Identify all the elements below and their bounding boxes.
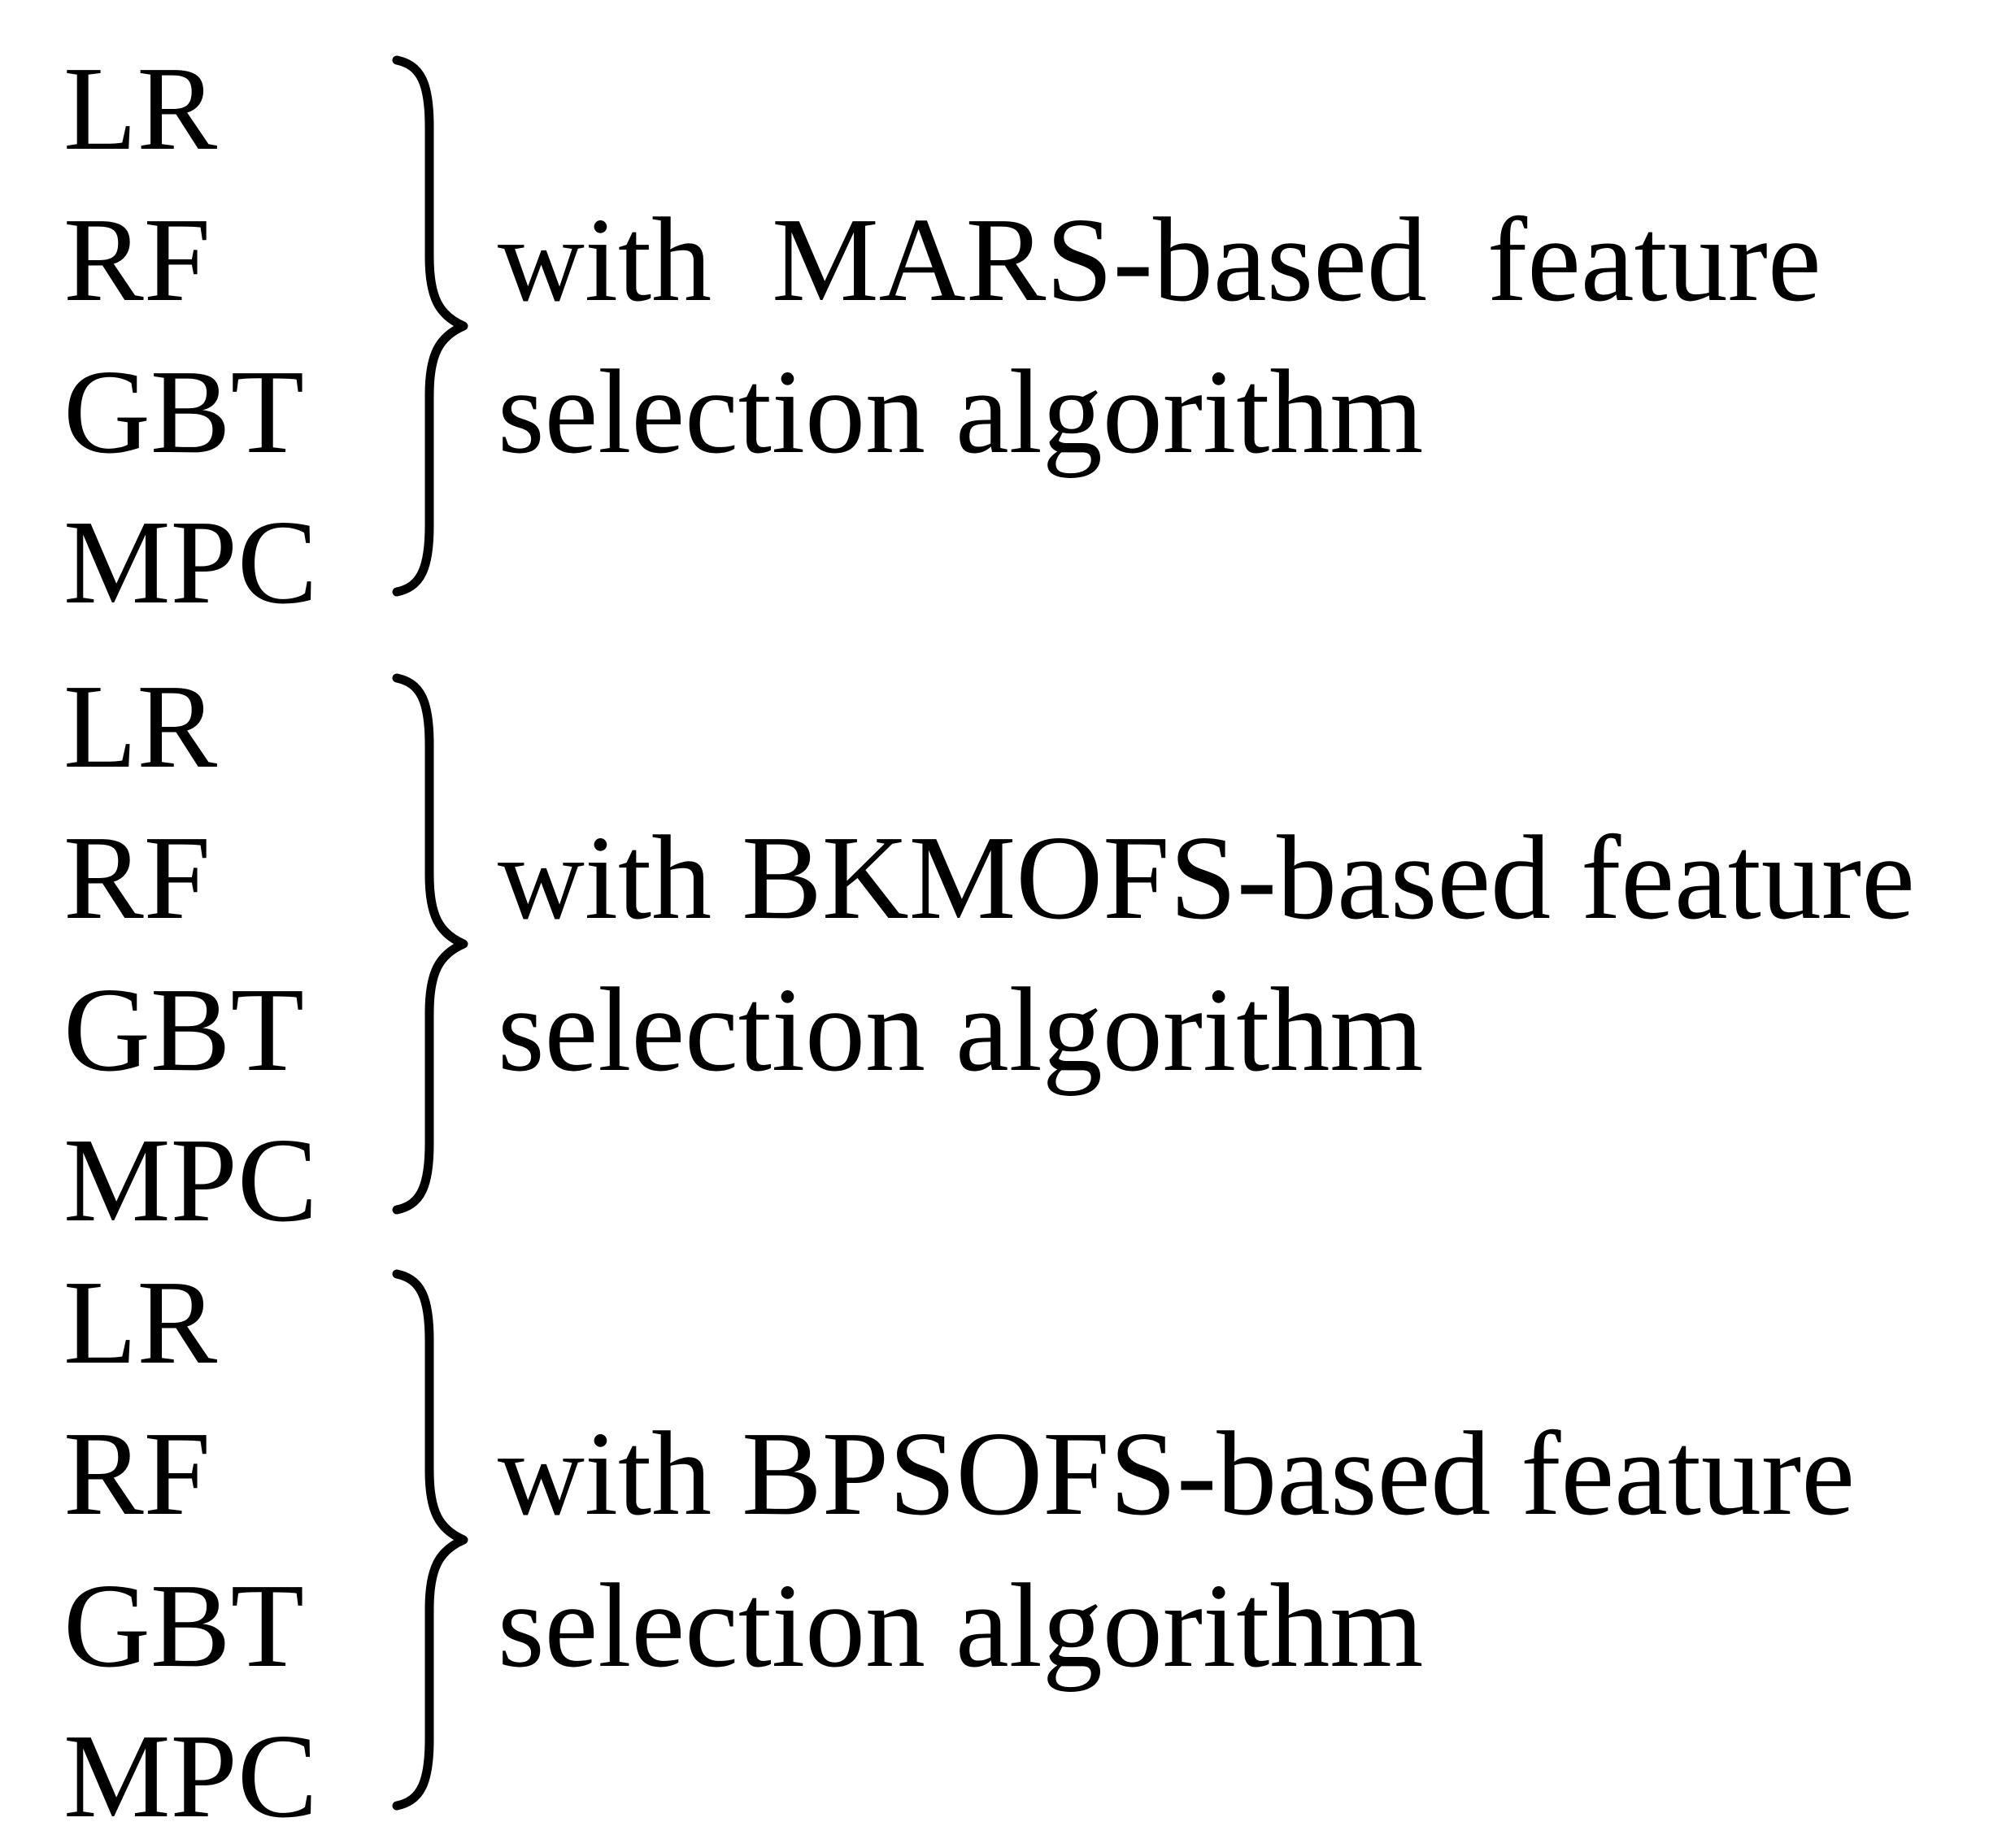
model-label-gbt: GBT — [63, 1559, 304, 1693]
model-label-gbt: GBT — [63, 963, 304, 1097]
group-description-line-1: with MARS-based feature — [498, 193, 1821, 327]
model-label-mpc: MPC — [63, 1114, 318, 1247]
group-description-line-2: selection algorithm — [498, 346, 1424, 479]
model-label-mpc: MPC — [63, 1710, 318, 1843]
right-curly-brace — [392, 55, 468, 597]
model-label-mpc: MPC — [63, 496, 318, 629]
group-description-line-1: with BPSOFS-based feature — [498, 1407, 1855, 1541]
model-label-lr: LR — [63, 1256, 218, 1389]
model-label-gbt: GBT — [63, 346, 304, 479]
right-curly-brace — [392, 1269, 468, 1811]
group-description-line-2: selection algorithm — [498, 963, 1424, 1097]
right-curly-brace — [392, 673, 468, 1215]
model-label-rf: RF — [63, 193, 211, 327]
model-group-bpsofs: LR RF GBT MPC with BPSOFS-based feature … — [0, 1246, 2002, 1848]
model-label-lr: LR — [63, 42, 218, 176]
model-label-lr: LR — [63, 660, 218, 794]
model-group-mars: LR RF GBT MPC with MARS-based feature se… — [0, 33, 2002, 634]
group-description-line-1: with BKMOFS-based feature — [498, 811, 1915, 945]
model-label-rf: RF — [63, 811, 211, 945]
model-label-rf: RF — [63, 1407, 211, 1541]
group-description-line-2: selection algorithm — [498, 1559, 1424, 1693]
model-group-bkmofs: LR RF GBT MPC with BKMOFS-based feature … — [0, 650, 2002, 1252]
